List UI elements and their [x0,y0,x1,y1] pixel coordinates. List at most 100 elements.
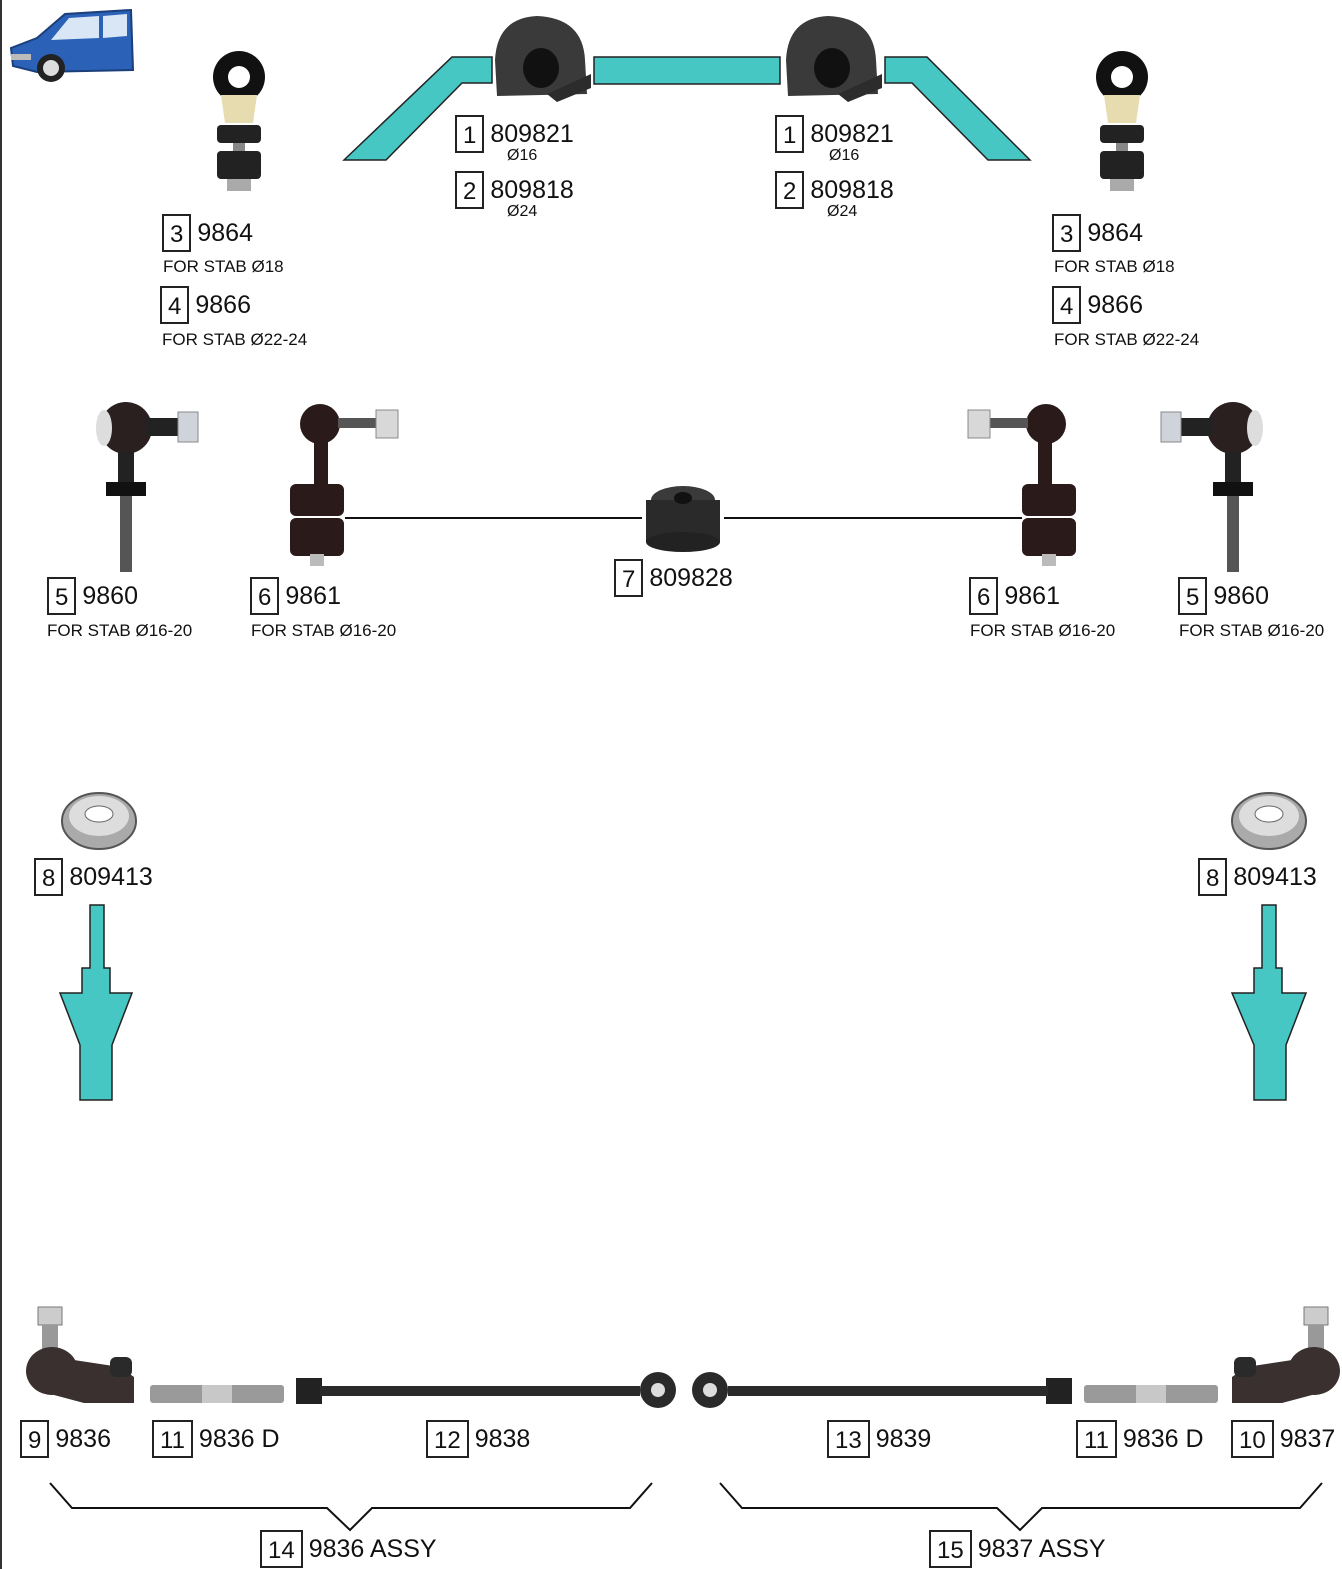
car-icon [9,8,135,82]
part-code: 9866 [195,290,251,319]
stabilizer-bar-left [342,56,493,161]
bracket-assy-right [719,1482,1323,1532]
part-label-8-left: 8 809413 [34,857,153,897]
part-label-8-right: 8 809413 [1198,857,1317,897]
part-number: 13 [827,1420,870,1458]
part-note: FOR STAB Ø16-20 [47,621,193,640]
part-number: 11 [152,1420,193,1458]
part-number: 6 [969,577,999,615]
part-number: 11 [1076,1420,1117,1458]
part-label-11-left: 11 9836 D [152,1419,280,1459]
stabilizer-bushing-icon [495,16,591,102]
part-number: 4 [1052,286,1082,324]
part-number: 7 [614,559,644,597]
part-code: 9860 [1213,581,1269,610]
part-code: 809821 [490,119,574,148]
part-number: 15 [929,1530,972,1568]
part-code: 809818 [490,175,574,204]
part-code: 9836 D [1122,1424,1204,1453]
part-code: 9866 [1087,290,1143,319]
strut-bearing-icon [1231,792,1307,850]
ball-joint-link-icon [1160,402,1263,572]
part-number: 5 [1178,577,1208,615]
part-code: 9864 [197,218,253,247]
part-label-10: 10 9837 [1231,1419,1335,1459]
part-number: 6 [250,577,280,615]
part-note: FOR STAB Ø18 [163,257,284,276]
part-code: 9836 D [198,1424,280,1453]
stabilizer-bushing-icon [786,16,882,102]
part-number: 2 [775,171,805,209]
part-code: 9837 [1279,1424,1336,1453]
part-number: 3 [1052,214,1082,252]
part-number: 2 [455,171,485,209]
part-code: 809818 [810,175,894,204]
part-note: Ø16 [507,147,538,164]
part-number: 8 [34,858,64,896]
part-note: FOR STAB Ø16-20 [1179,621,1325,640]
part-label-6-right: 6 9861 [969,576,1060,616]
part-label-11-right: 11 9836 D [1076,1419,1204,1459]
rubber-bushing-icon [646,486,720,552]
stabilizer-link-with-bushings-icon [967,404,1076,566]
part-label-5-right: 5 9860 [1178,576,1269,616]
part-note: FOR STAB Ø22-24 [162,330,308,349]
part-code: 9861 [285,581,341,610]
part-label-3-right: 3 9864 [1052,213,1143,253]
part-label-14: 14 9836 ASSY [260,1529,437,1569]
tie-rod-icon [296,1372,676,1408]
part-label-13: 13 9839 [827,1419,931,1459]
part-number: 1 [455,115,485,153]
part-note: FOR STAB Ø16-20 [970,621,1116,640]
part-number: 3 [162,214,192,252]
part-code: 9836 ASSY [308,1534,437,1563]
part-label-9: 9 9836 [20,1419,111,1459]
part-label-12: 12 9838 [426,1419,530,1459]
stabilizer-link-icon [213,51,265,191]
part-code: 809828 [649,563,733,592]
part-number: 14 [260,1530,303,1568]
part-note: FOR STAB Ø18 [1054,257,1175,276]
tie-rod-end-icon [1232,1306,1340,1403]
part-code: 809413 [1233,862,1317,891]
part-code: 9839 [875,1424,932,1453]
tie-rod-icon [692,1372,1072,1408]
tie-rod-end-icon [26,1306,134,1403]
stabilizer-link-with-bushings-icon [290,404,399,566]
part-label-4-left: 4 9866 [160,285,251,325]
threaded-rod-icon [1084,1385,1218,1403]
part-code: 9837 ASSY [977,1534,1106,1563]
part-code: 9836 [55,1424,111,1453]
part-label-4-right: 4 9866 [1052,285,1143,325]
part-label-5-left: 5 9860 [47,576,138,616]
part-code: 9864 [1087,218,1143,247]
part-code: 9838 [474,1424,531,1453]
bracket-assy-left [49,1482,653,1532]
arrow-down-right [1230,904,1308,1101]
part-number: 8 [1198,858,1228,896]
part-number: 12 [426,1420,469,1458]
ball-joint-link-icon [96,402,199,572]
part-note: FOR STAB Ø16-20 [251,621,397,640]
part-number: 5 [47,577,77,615]
part-note: Ø24 [507,203,538,220]
strut-bearing-icon [61,792,137,850]
part-code: 809821 [810,119,894,148]
part-number: 1 [775,115,805,153]
part-label-7: 7 809828 [614,558,733,598]
stabilizer-bar-middle [593,56,781,85]
part-number: 9 [20,1420,50,1458]
part-note: FOR STAB Ø22-24 [1054,330,1200,349]
part-label-2-right: 2 809818 [775,170,894,210]
part-code: 809413 [69,862,153,891]
stabilizer-bar-right [884,56,1032,161]
stabilizer-link-icon [1096,51,1148,191]
part-code: 9860 [82,581,138,610]
part-note: Ø16 [829,147,860,164]
part-number: 10 [1231,1420,1274,1458]
part-label-2-left: 2 809818 [455,170,574,210]
part-label-3-left: 3 9864 [162,213,253,253]
part-note: Ø24 [827,203,858,220]
